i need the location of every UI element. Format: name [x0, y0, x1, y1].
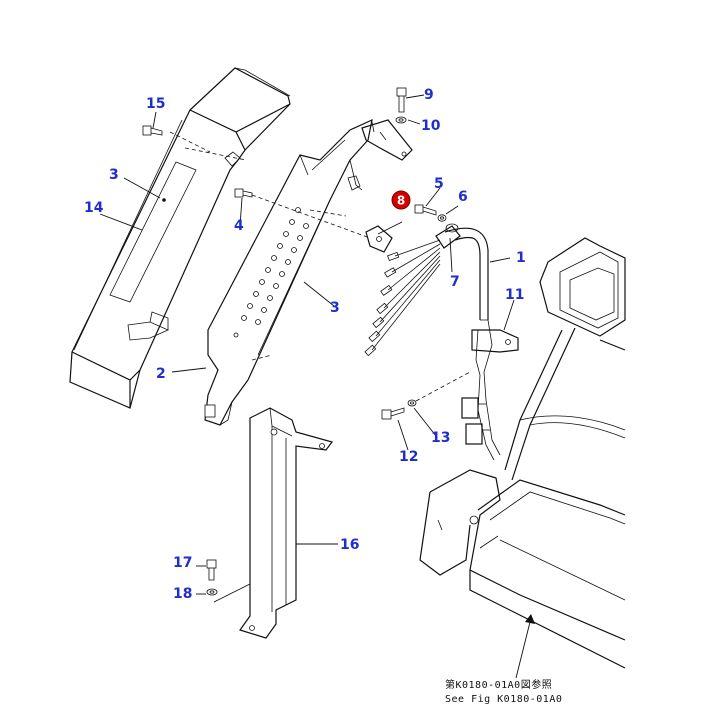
- part-12-bolt: [381, 407, 405, 420]
- label-part-14: 14: [84, 200, 104, 216]
- label-part-8: 8: [397, 194, 405, 208]
- label-part-3-a: 3: [109, 167, 119, 183]
- part-9-bolt: [396, 87, 407, 113]
- leader-lines: [99, 94, 535, 679]
- part-5-bolt: [414, 204, 437, 216]
- label-part-11: 11: [505, 287, 524, 303]
- label-part-13: 13: [431, 430, 450, 446]
- label-part-3-b: 3: [330, 300, 340, 316]
- cab-console-assembly: [419, 237, 626, 669]
- label-part-7: 7: [450, 274, 460, 290]
- label-part-6: 6: [458, 189, 468, 205]
- cab-mount-bracket: [361, 119, 413, 161]
- part-14-side-cover: [69, 67, 291, 409]
- part-17-bolt: [206, 559, 217, 581]
- label-part-9: 9: [424, 87, 434, 103]
- label-part-5: 5: [434, 176, 444, 192]
- reference-note: 第K0180-01A0図参照 See Fig K0180-01A0: [445, 678, 562, 705]
- part-labels: 1 2 3 3 4 5 6 7 8 9 10 11 12 13 14 15 16…: [84, 87, 526, 602]
- part-2-bracket-panel: [204, 118, 373, 426]
- label-part-1: 1: [516, 250, 526, 266]
- label-part-10: 10: [421, 118, 441, 134]
- label-part-2: 2: [156, 366, 166, 382]
- label-part-4: 4: [234, 218, 244, 234]
- part-7-grommet: [445, 223, 459, 233]
- part-1-wiring-harness: [364, 225, 501, 461]
- label-part-15: 15: [146, 96, 165, 112]
- part-8-clamp: [365, 225, 393, 253]
- highlight-marker: [391, 190, 411, 210]
- part-13-washer: [407, 371, 471, 407]
- part-15-bolt: [142, 125, 163, 136]
- part-6-washer: [437, 214, 447, 222]
- label-part-17: 17: [173, 555, 192, 571]
- part-16-stay: [239, 407, 334, 639]
- part-4-bolt: [234, 188, 371, 239]
- label-part-12: 12: [399, 449, 418, 465]
- label-part-18: 18: [173, 586, 192, 602]
- part-18-washer: [206, 588, 218, 596]
- part-11-clip: [471, 329, 519, 353]
- reference-note-en: See Fig K0180-01A0: [445, 694, 562, 705]
- part-10-washer: [395, 116, 407, 124]
- label-part-16: 16: [340, 537, 359, 553]
- reference-note-jp: 第K0180-01A0図参照: [445, 678, 552, 691]
